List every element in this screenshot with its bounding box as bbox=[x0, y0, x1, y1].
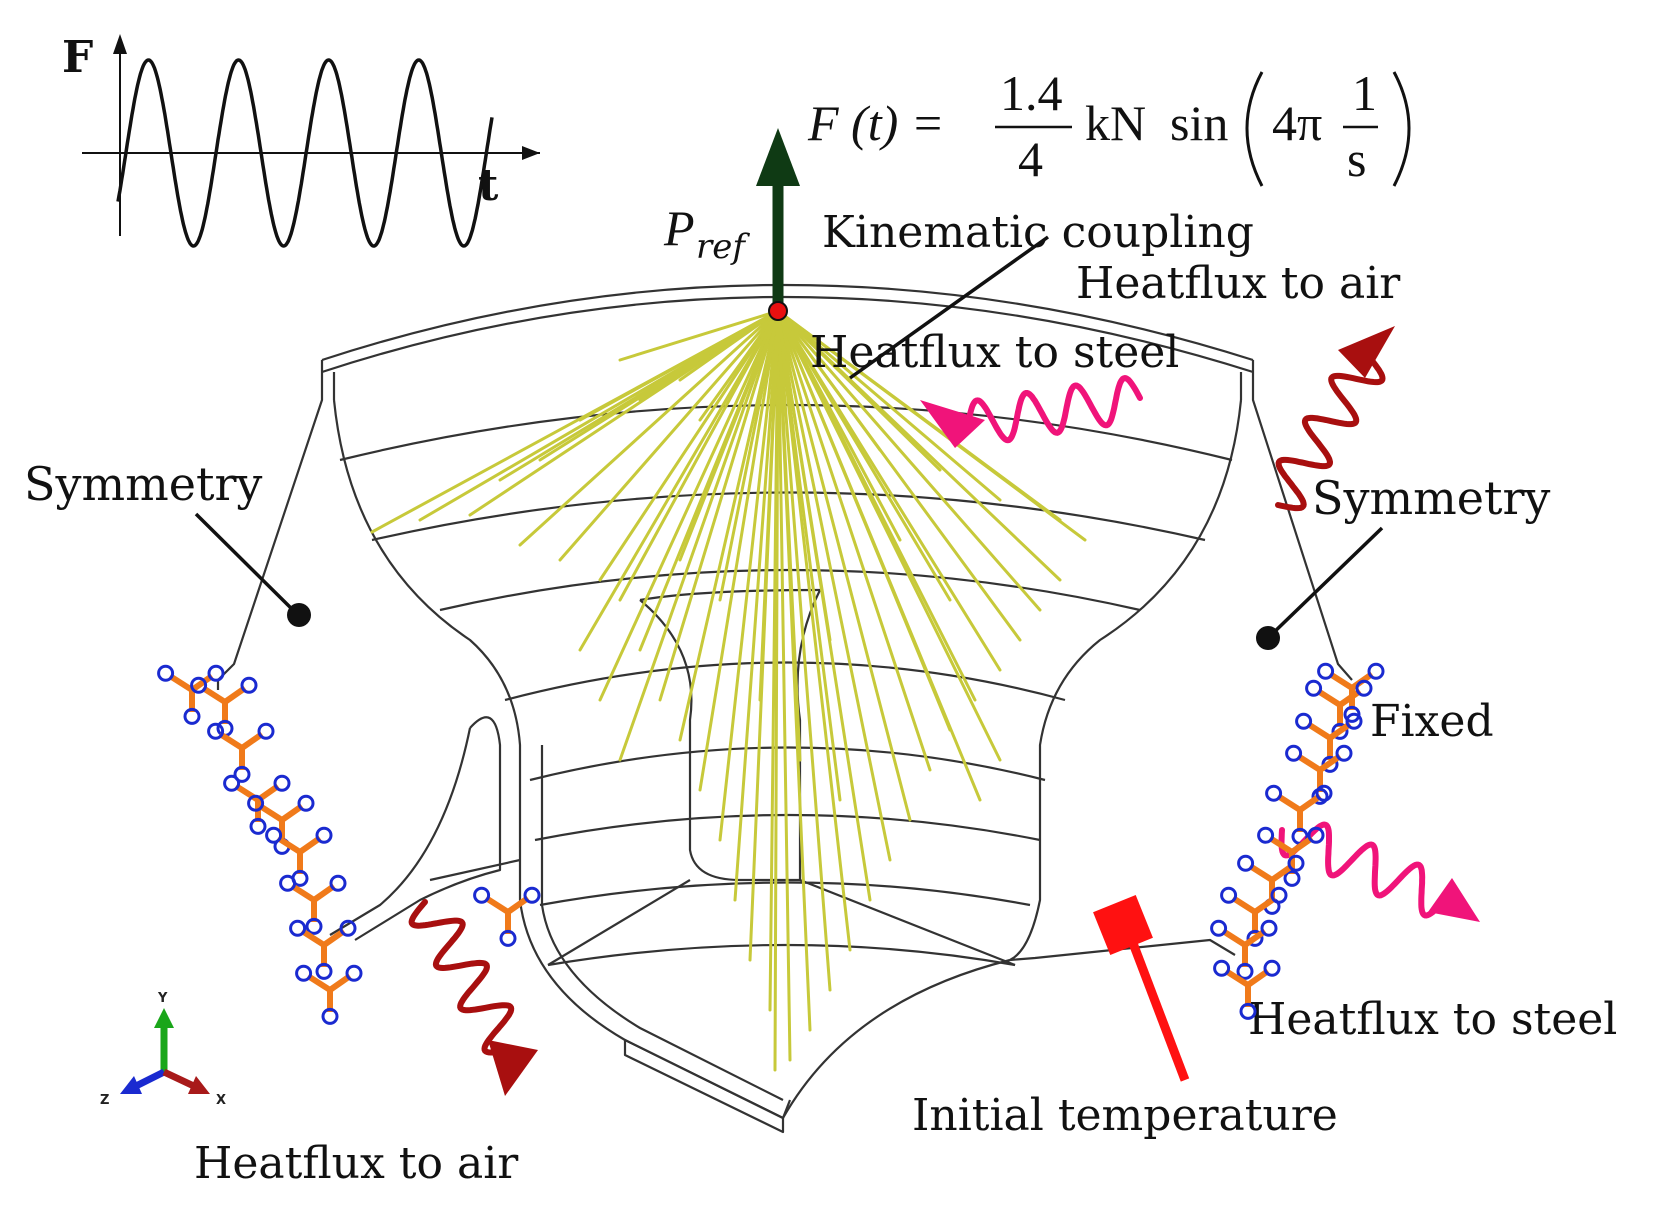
label-heatflux-air-bottom: Heatflux to air bbox=[194, 1138, 519, 1189]
fixed-bc-symbol bbox=[295, 964, 363, 1025]
coupling-line bbox=[718, 309, 780, 842]
leader-dot-symmetry-left bbox=[287, 603, 311, 627]
coupling-line bbox=[773, 309, 780, 1072]
coupling-line bbox=[498, 309, 780, 482]
fixed-bc-symbol bbox=[1295, 712, 1363, 773]
coupling-line bbox=[598, 309, 780, 582]
fixed-bc-symbol bbox=[473, 886, 541, 947]
label-symmetry-right: Symmetry bbox=[1312, 471, 1550, 525]
coupling-line bbox=[776, 309, 892, 862]
coupling-line bbox=[776, 309, 1042, 612]
label-symmetry-left: Symmetry bbox=[24, 457, 262, 511]
equation-lhs: F (t) = bbox=[807, 95, 944, 151]
coupling-line bbox=[776, 309, 792, 1062]
coordinate-triad: Y Z X bbox=[100, 991, 226, 1108]
label-kinematic-coupling: Kinematic coupling bbox=[822, 207, 1254, 258]
sine-wave bbox=[116, 58, 494, 248]
heatflux-steel-top-arrow bbox=[920, 375, 1143, 448]
plot-x-label: t bbox=[478, 160, 499, 211]
fixed-bc-symbol bbox=[1220, 886, 1288, 947]
coupling-line bbox=[776, 309, 982, 802]
initial-temperature-marker bbox=[1093, 895, 1190, 1082]
equation-arg-coeff: 4π bbox=[1272, 95, 1322, 151]
equation-unit: kN bbox=[1085, 95, 1146, 151]
coupling-line bbox=[733, 309, 780, 902]
coupling-line bbox=[618, 309, 780, 762]
label-initial-temperature: Initial temperature bbox=[912, 1090, 1338, 1141]
coupling-line bbox=[776, 309, 1002, 502]
fixed-bc-symbol bbox=[157, 664, 225, 725]
leader-symmetry-right bbox=[1266, 526, 1384, 640]
coupling-line bbox=[698, 309, 780, 422]
fixed-bc-symbols-right bbox=[1210, 662, 1385, 1020]
coupling-line bbox=[518, 309, 780, 547]
reference-point-label: P ref bbox=[663, 200, 750, 267]
coupling-line bbox=[698, 309, 780, 792]
fixed-bc-symbol bbox=[265, 826, 333, 887]
coupling-line bbox=[776, 309, 1062, 522]
fixed-bc-symbol bbox=[279, 874, 347, 935]
leader-symmetry-left bbox=[194, 512, 300, 617]
equation-denominator: 4 bbox=[1018, 131, 1043, 187]
equation-arg-den: s bbox=[1347, 131, 1366, 187]
reference-force-arrow bbox=[756, 128, 800, 310]
coupling-line bbox=[776, 309, 802, 762]
label-heatflux-steel-bottom: Heatflux to steel bbox=[1248, 994, 1617, 1045]
coupling-line bbox=[776, 309, 832, 642]
plot-y-label: F bbox=[62, 32, 93, 83]
kinematic-coupling-lines bbox=[370, 309, 1087, 1072]
fixed-bc-symbol bbox=[1210, 919, 1278, 980]
coupling-line bbox=[618, 309, 780, 362]
coupling-line bbox=[578, 309, 780, 422]
coupling-line bbox=[776, 309, 842, 802]
triad-z-label: Z bbox=[100, 1093, 109, 1108]
coupling-line bbox=[776, 309, 912, 822]
coupling-line bbox=[618, 309, 780, 602]
coupling-line bbox=[718, 309, 780, 602]
coupling-line bbox=[776, 309, 832, 992]
triad-y-label: Y bbox=[157, 991, 168, 1006]
heatflux-air-bottom-arrow bbox=[408, 899, 538, 1096]
coupling-line bbox=[598, 309, 780, 702]
label-heatflux-air-top: Heatflux to air bbox=[1076, 258, 1401, 309]
fixed-bc-symbol bbox=[289, 919, 357, 980]
reference-point bbox=[768, 301, 788, 321]
equation-numerator: 1.4 bbox=[1000, 65, 1063, 121]
coupling-line bbox=[776, 309, 932, 772]
fixed-bc-symbol bbox=[1265, 784, 1333, 845]
fixed-bc-symbols-left bbox=[157, 664, 541, 1025]
coupling-line bbox=[678, 309, 780, 742]
coupling-line bbox=[776, 309, 942, 472]
triad-x-label: X bbox=[216, 1093, 226, 1108]
coupling-line bbox=[678, 309, 780, 562]
coupling-line bbox=[758, 309, 780, 702]
fixed-bc-symbol bbox=[190, 676, 258, 737]
force-time-plot: F t bbox=[62, 32, 540, 248]
svg-text:ref: ref bbox=[696, 227, 750, 267]
leader-dot-symmetry-right bbox=[1256, 626, 1280, 650]
coupling-line bbox=[776, 309, 1002, 762]
coupling-line bbox=[776, 309, 882, 452]
leader-kinematic-coupling bbox=[848, 235, 1050, 380]
label-fixed: Fixed bbox=[1370, 696, 1494, 747]
fixed-bc-symbol bbox=[1213, 959, 1281, 1020]
coupling-line bbox=[578, 309, 780, 652]
label-heatflux-steel-top: Heatflux to steel bbox=[810, 327, 1179, 378]
equation-arg-num: 1 bbox=[1352, 65, 1377, 121]
equation-func: sin bbox=[1170, 95, 1228, 151]
force-equation: F (t) = 1.4 4 kN sin 4π 1 s bbox=[807, 65, 1411, 187]
coupling-line bbox=[558, 309, 780, 562]
coupling-line bbox=[658, 309, 780, 702]
svg-text:P: P bbox=[663, 200, 695, 256]
leader-lines bbox=[194, 235, 1384, 650]
fixed-bc-symbol bbox=[207, 722, 275, 783]
heatflux-steel-bottom-arrow bbox=[1278, 821, 1480, 922]
heatflux-air-top-arrow bbox=[1275, 326, 1395, 512]
coupling-line bbox=[776, 309, 952, 602]
fixed-bc-symbol bbox=[1305, 679, 1373, 740]
